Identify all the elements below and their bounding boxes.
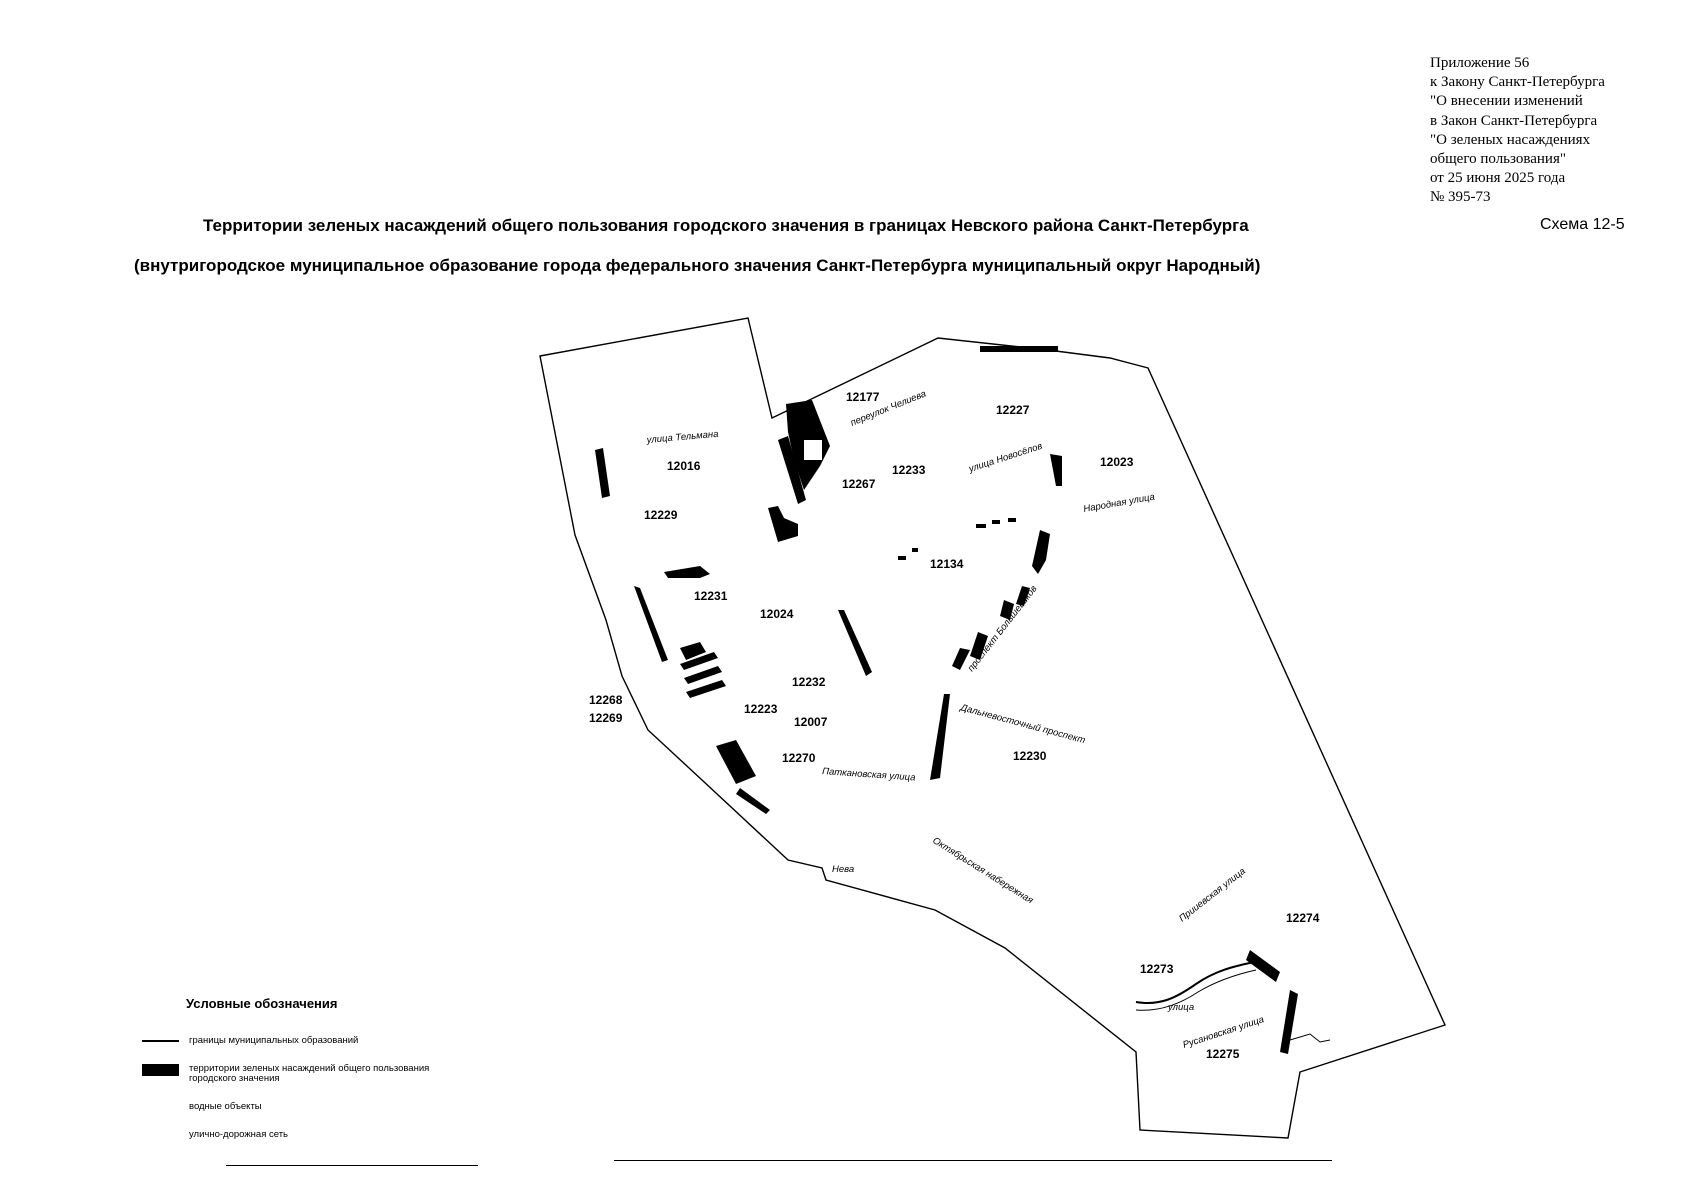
green-area [1246,950,1280,982]
zone-label: 12275 [1206,1047,1240,1061]
zone-label: 12024 [760,607,794,621]
green-area [912,548,918,552]
green-area [768,506,798,542]
green-area [980,346,1058,352]
green-area [686,680,726,698]
street-label: Паткановская улица [822,766,916,783]
street-label: Прииевская улица [1177,866,1248,925]
zone-label: 12177 [846,390,880,404]
zone-label: 12007 [794,715,828,729]
zone-label: 12232 [792,675,826,689]
green-area [898,556,906,560]
street-label: Народная улица [1083,492,1156,515]
green-area [838,610,872,676]
green-area [1016,586,1030,606]
green-area [680,652,718,670]
water-channel [1289,1033,1331,1043]
street-label: Нева [832,864,854,875]
legend-roads: улично-дорожная сеть [0,1130,288,1140]
appendix-line: "О внесении изменений [1430,93,1583,110]
green-area [992,520,1000,524]
map-subtitle: (внутригородское муниципальное образован… [134,256,1261,275]
appendix-block: Приложение 56 к Закону Санкт-Петербурга … [1430,54,1680,208]
road-symbol [142,1130,179,1131]
water-channel [1135,969,1257,1011]
zone-label: 12274 [1286,911,1320,925]
zone-label: 12233 [892,463,926,477]
zone-label: 12230 [1013,749,1047,763]
legend-label: городского значения [189,1073,280,1084]
green-area [1050,454,1062,486]
legend-label: водные объекты [189,1101,262,1112]
green-area [1280,990,1298,1054]
legend-green: территории зеленых насаждений общего пол… [0,1064,429,1084]
zone-label: 12023 [1100,455,1134,469]
building-block [804,440,822,460]
water-channel [1135,961,1255,1004]
appendix-line: к Закону Санкт-Петербурга [1430,74,1605,91]
green-area [930,694,950,780]
legend-label: улично-дорожная сеть [189,1129,289,1140]
schema-number: Схема 12-5 [1540,216,1625,233]
street-labels: улица Тельмана переулок Челиева улица Но… [645,388,1265,1050]
green-area [1032,530,1050,574]
legend-label: границы муниципальных образований [189,1035,359,1046]
green-area [952,648,970,670]
zone-label: 12231 [694,589,728,603]
zone-label: 12016 [667,459,701,473]
appendix-line: "О зеленых насаждениях [1430,131,1591,148]
green-area [970,632,988,660]
green-area [680,642,706,660]
green-area [684,666,722,684]
green-area [778,436,806,504]
street-label: Русановская улица [1182,1014,1266,1051]
zone-label: 12269 [589,711,623,725]
green-territories [595,346,1298,1054]
legend-label-group: территории зеленых насаждений общего пол… [189,1064,429,1084]
street-label: проспект Большевиков [966,584,1040,674]
green-area [736,788,770,814]
map-title: Территории зеленых насаждений общего пол… [203,216,1249,235]
green-area [595,448,610,498]
green-area [1000,600,1014,620]
appendix-line: в Закон Санкт-Петербурга [1430,112,1598,129]
street-label: Дальневосточный проспект [958,702,1086,746]
street-label: улица [1167,1002,1194,1013]
zone-label: 12268 [589,693,623,707]
boundary-line-symbol [142,1040,179,1042]
zone-label: 12227 [996,403,1030,417]
green-area [976,524,986,528]
bottom-rule [226,1165,478,1166]
appendix-line: от 25 июня 2025 года [1430,170,1566,187]
water-symbol [142,1102,179,1103]
appendix-line: № 395-73 [1430,189,1491,206]
legend-boundaries: границы муниципальных образований [0,1036,358,1046]
zone-label: 12270 [782,751,816,765]
zone-label: 12229 [644,508,678,522]
zone-labels: 12177 12227 12016 12233 12023 12267 1222… [589,390,1320,1061]
zone-label: 12273 [1140,962,1174,976]
appendix-line: Приложение 56 [1430,55,1530,71]
legend-title: Условные обозначения [186,996,338,1011]
zone-label: 12134 [930,557,964,571]
legend-label: территории зеленых насаждений общего пол… [189,1063,430,1074]
street-label: Октябрьская набережная [930,835,1035,906]
green-area [1008,518,1016,522]
legend-water: водные объекты [0,1102,262,1112]
green-area [716,740,756,784]
zone-label: 12223 [744,702,778,716]
zone-label: 12267 [842,477,876,491]
green-area-symbol [142,1064,179,1076]
bottom-rule [614,1160,1332,1161]
appendix-line: общего пользования" [1430,151,1566,168]
green-area [664,566,710,578]
green-area [634,586,668,662]
street-label: улица Тельмана [645,429,719,446]
street-label: улица Новосёлов [967,441,1044,475]
